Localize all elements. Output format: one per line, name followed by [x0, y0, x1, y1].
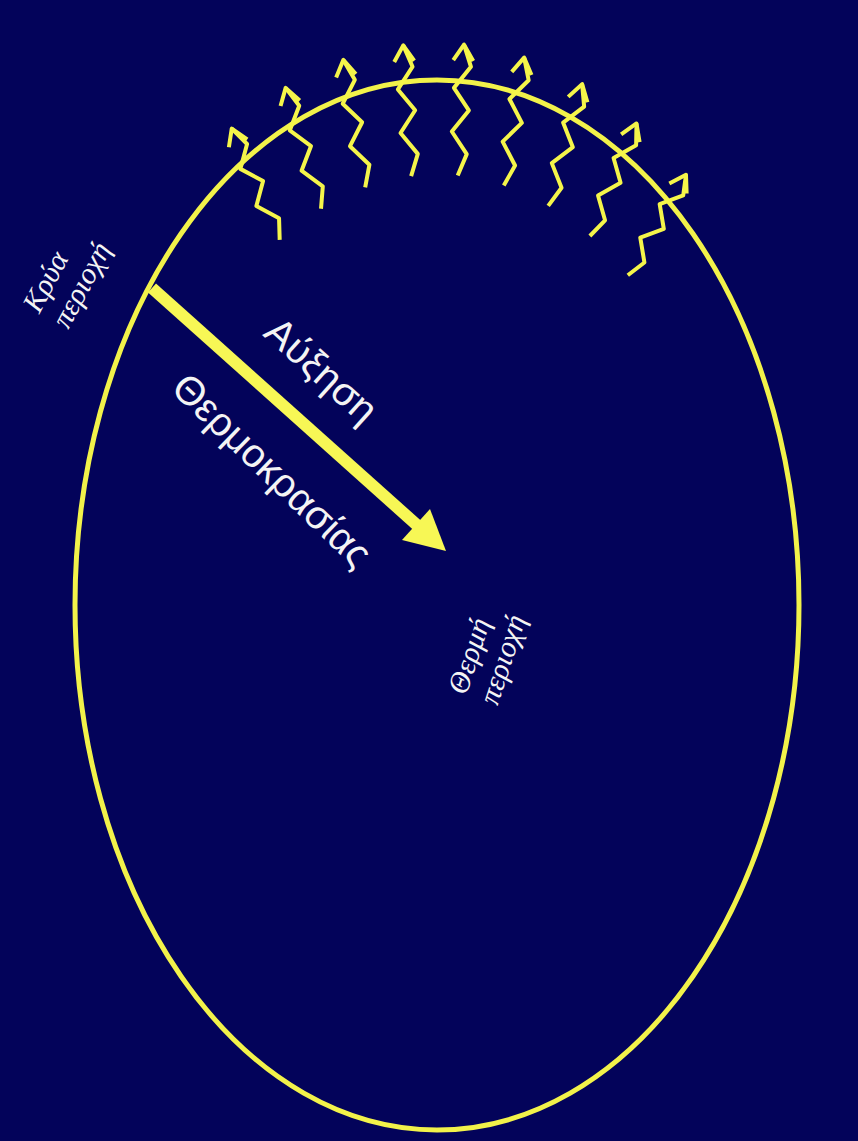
- ray-arrow-head: [394, 45, 414, 62]
- ray-arrow-head: [568, 84, 587, 102]
- ray-arrow: [503, 58, 529, 186]
- ray-arrow: [628, 175, 686, 276]
- ray-arrow-head: [336, 60, 356, 77]
- radiation-arrows: [229, 45, 687, 276]
- ray-arrow: [452, 45, 471, 176]
- gradient-arrow-head: [402, 509, 446, 551]
- ray-arrow: [548, 84, 584, 206]
- ray-arrow-head: [512, 58, 532, 75]
- ray-arrow: [398, 45, 418, 176]
- ray-arrow-head: [453, 45, 473, 61]
- arrow-label: Αύξηση: [257, 308, 387, 431]
- ray-arrow: [286, 88, 323, 209]
- ray-arrow-head: [621, 123, 639, 142]
- region-label: Κρύα περιοχή: [15, 187, 134, 333]
- ray-arrow: [343, 60, 370, 187]
- ray-arrow: [232, 129, 280, 240]
- ray-arrow-head: [281, 88, 300, 106]
- sphere-outline: [75, 80, 799, 1130]
- ray-arrow: [590, 123, 637, 236]
- ray-arrow-head: [669, 175, 686, 194]
- region-label: Θερμή περιοχή: [441, 564, 544, 708]
- ray-arrow-head: [229, 129, 247, 148]
